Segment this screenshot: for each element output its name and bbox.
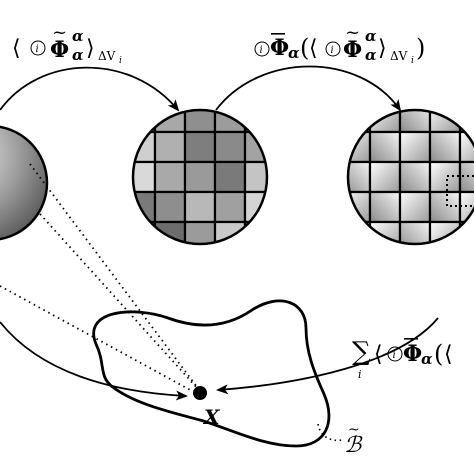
svg-text:i: i [260, 45, 263, 56]
svg-text:α: α [421, 350, 433, 368]
grid-cell [133, 160, 157, 194]
svg-text:ℬ: ℬ [344, 433, 363, 458]
svg-text:⟩: ⟩ [86, 36, 95, 61]
svg-text:i: i [411, 56, 414, 66]
material-point [193, 386, 207, 400]
grid-cell [153, 160, 187, 194]
grid-cell [213, 160, 247, 194]
svg-text:Φ: Φ [403, 341, 422, 367]
grid-cell [183, 190, 217, 224]
point-label: X [202, 405, 221, 429]
grid-cell [368, 190, 402, 224]
grid-cell [183, 220, 217, 244]
grid-cell [348, 110, 372, 134]
arrow-left-body [0, 321, 188, 401]
svg-text:): ) [416, 34, 425, 62]
averaged-grid-sphere [131, 108, 269, 246]
grid-cell [348, 220, 372, 244]
grid-cell [398, 130, 432, 164]
grid-cell [428, 130, 462, 164]
label-sum: ∑ i ⟨ i Φ α ( ⟨ [352, 337, 453, 381]
svg-text:⟨: ⟨ [12, 36, 21, 61]
grid-cell [213, 190, 247, 224]
label-average: ⟨ i ~ Φ α α ⟩ ΔV i [12, 22, 122, 66]
body-label: ~ ℬ [344, 422, 363, 458]
grid-cell [243, 160, 267, 194]
svg-text:~: ~ [345, 22, 360, 43]
grid-cell [183, 110, 217, 134]
svg-text:⟨: ⟨ [444, 342, 453, 367]
svg-text:ΔV: ΔV [390, 49, 408, 63]
grid-cell [348, 160, 372, 194]
mapped-grid-sphere [346, 108, 474, 246]
highlighted-cell [446, 175, 474, 207]
continuum-sphere [0, 125, 49, 241]
svg-text:α: α [365, 46, 377, 64]
svg-text:α: α [365, 27, 377, 45]
grid-cell [398, 220, 432, 244]
svg-text:i: i [393, 350, 396, 361]
grid-cell [243, 220, 267, 244]
svg-text:⟨: ⟨ [309, 36, 318, 61]
grid-cell [368, 130, 402, 164]
grid-cell [398, 160, 432, 194]
grid-cell [133, 110, 157, 134]
grid-cell [428, 160, 462, 194]
svg-text:α: α [72, 27, 84, 45]
svg-text:∑: ∑ [352, 337, 371, 367]
circled-i-icon [254, 41, 270, 57]
svg-text:i: i [331, 45, 334, 56]
svg-text:ΔV: ΔV [98, 49, 116, 63]
arrow-sum [216, 317, 439, 395]
grid-cell [398, 110, 432, 134]
body-outline [92, 299, 331, 448]
svg-text:~: ~ [348, 422, 360, 438]
grid-cell [183, 130, 217, 164]
grid-cell [153, 190, 187, 224]
circled-i-icon [325, 41, 341, 57]
svg-text:α: α [288, 44, 300, 62]
grid-cell [133, 220, 157, 244]
svg-text:Φ: Φ [50, 37, 69, 63]
circled-i-icon [387, 346, 403, 362]
svg-text:⟨: ⟨ [374, 342, 383, 367]
grid-cell [153, 130, 187, 164]
arrows [0, 65, 439, 401]
svg-text:Φ: Φ [270, 35, 289, 61]
svg-text:i: i [36, 44, 39, 55]
svg-text:~: ~ [52, 22, 67, 43]
svg-text:i: i [358, 368, 362, 381]
grid-cell [213, 130, 247, 164]
grid-cell [243, 110, 267, 134]
circled-i-icon [30, 40, 46, 56]
svg-text:α: α [72, 46, 84, 64]
svg-text:(: ( [434, 340, 443, 368]
svg-text:Φ: Φ [343, 37, 362, 63]
svg-text:(: ( [300, 34, 309, 62]
grid-cell [458, 220, 474, 244]
arrow-average [0, 66, 180, 112]
label-map: i Φ α ( ⟨ i ~ Φ α α ⟩ ΔV i ) [254, 22, 425, 66]
grid-cell [183, 160, 217, 194]
svg-text:i: i [119, 56, 122, 66]
grid-cell [398, 190, 432, 224]
projection-lines [0, 163, 201, 392]
arrow-map [215, 65, 402, 112]
svg-text:⟩: ⟩ [378, 36, 387, 61]
grid-cell [368, 160, 402, 194]
grid-cell [458, 110, 474, 134]
body-leader [317, 423, 343, 442]
